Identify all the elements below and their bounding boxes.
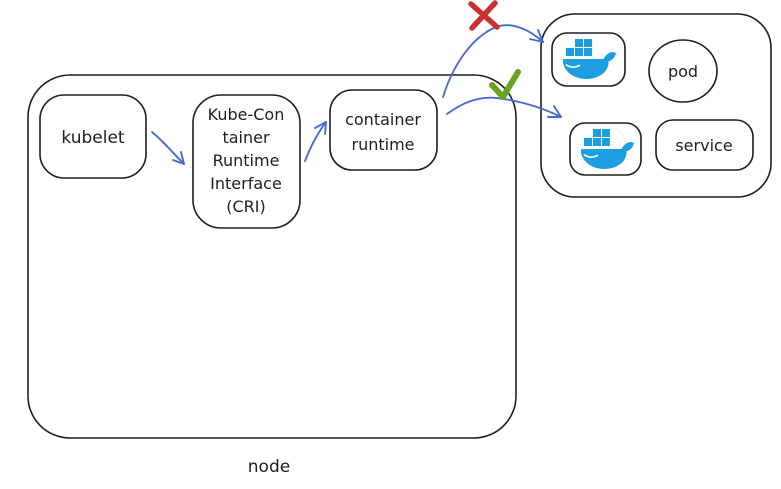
green-check-icon: [489, 69, 521, 100]
container-runtime-box: [329, 89, 438, 171]
cluster-box: [540, 13, 772, 198]
svg-text:runtime: runtime: [351, 135, 414, 154]
docker-container-top-box: [551, 32, 626, 87]
kubelet-label: kubelet: [61, 128, 125, 148]
service-label: service: [675, 136, 732, 155]
svg-text:Kube-Con: Kube-Con: [208, 105, 285, 124]
service-box: [655, 119, 754, 171]
node-box: [27, 74, 517, 439]
svg-text:Runtime: Runtime: [213, 151, 280, 170]
svg-text:Interface: Interface: [210, 174, 282, 193]
container-runtime-label: container runtime: [345, 110, 421, 154]
arrow-kubelet-to-cri: [151, 131, 185, 165]
red-cross-icon: [468, 0, 500, 31]
docker-container-bottom-box: [569, 122, 642, 176]
cri-box: [192, 94, 301, 229]
node-label: node: [248, 457, 290, 477]
arrow-cri-to-container-runtime: [304, 121, 327, 162]
svg-text:tainer: tainer: [222, 128, 270, 147]
kubelet-box: [39, 94, 147, 179]
pod-circle: [648, 39, 718, 103]
docker-icon: [562, 38, 617, 80]
svg-text:(CRI): (CRI): [226, 197, 266, 216]
pod-label: pod: [668, 62, 698, 81]
arrows: [151, 24, 562, 165]
arrow-runtime-to-docker-bottom: [446, 96, 562, 118]
docker-icon: [580, 128, 635, 170]
svg-text:container: container: [345, 110, 421, 129]
cri-label: Kube-Con tainer Runtime Interface (CRI): [208, 105, 285, 216]
